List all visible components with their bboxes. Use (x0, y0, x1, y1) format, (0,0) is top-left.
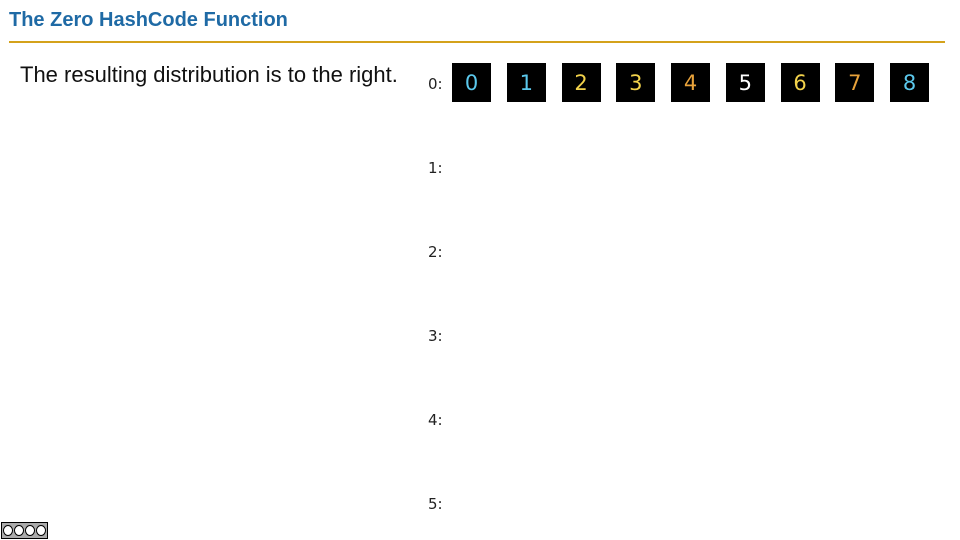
bucket-label: 5: (428, 495, 443, 513)
sharealike-icon (36, 525, 46, 536)
slide-title: The Zero HashCode Function (9, 9, 288, 31)
bucket-item: 8 (890, 63, 929, 102)
bucket-item: 6 (780, 63, 820, 102)
bucket-label: 1: (428, 159, 443, 177)
bucket-row-5: 5: (428, 483, 938, 540)
creative-commons-license-icon[interactable] (1, 522, 48, 539)
bucket-row-3: 3: (428, 315, 938, 399)
cc-icon (3, 525, 13, 536)
noncommercial-icon (25, 525, 35, 536)
bucket-label: 4: (428, 411, 443, 429)
attribution-icon (14, 525, 24, 536)
bucket-item: 7 (835, 63, 875, 102)
bucket-label: 3: (428, 327, 443, 345)
title-divider (9, 41, 945, 43)
bucket-label: 0: (428, 75, 443, 93)
bucket-row-2: 2: (428, 231, 938, 315)
bucket-item: 0 (452, 63, 491, 102)
bucket-item: 3 (616, 63, 656, 102)
bucket-item: 5 (725, 63, 765, 102)
body-text: The resulting distribution is to the rig… (20, 62, 398, 87)
bucket-row-4: 4: (428, 399, 938, 483)
bucket-label: 2: (428, 243, 443, 261)
bucket-item: 2 (561, 63, 601, 102)
bucket-item: 1 (506, 63, 546, 102)
bucket-row-1: 1: (428, 147, 938, 231)
bucket-item: 4 (671, 63, 710, 102)
